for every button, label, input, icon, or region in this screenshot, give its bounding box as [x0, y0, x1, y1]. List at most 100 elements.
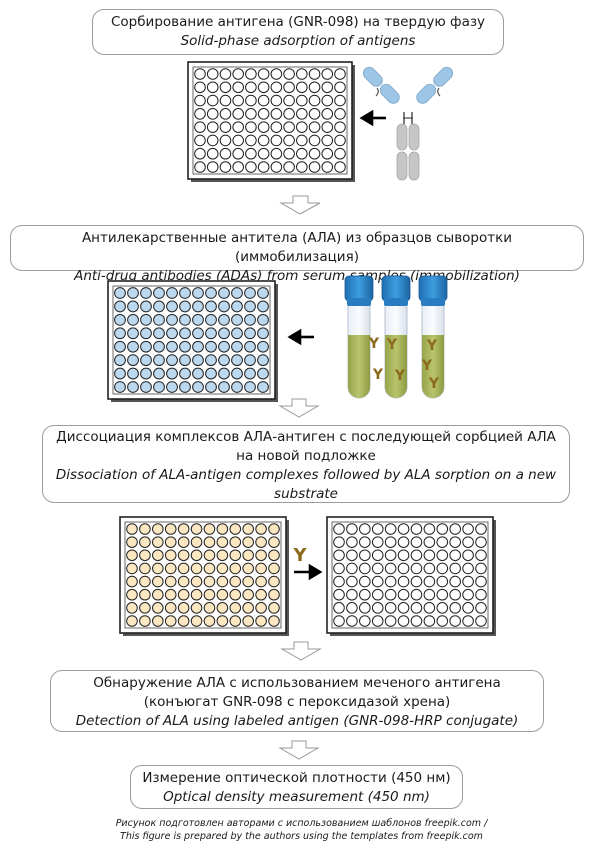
plate-well: [232, 147, 244, 160]
plate-well: [179, 287, 191, 299]
plate-well: [231, 381, 243, 393]
plate-well: [283, 94, 295, 107]
plate-well: [127, 300, 139, 313]
plate-well: [231, 300, 243, 313]
plate-well: [334, 134, 346, 147]
plate-well: [153, 300, 165, 313]
plate-well: [359, 588, 371, 601]
plate-well: [179, 313, 191, 326]
plate-well: [410, 615, 423, 627]
plate-well: [257, 134, 270, 147]
plate-well: [139, 588, 151, 601]
plate-well: [205, 287, 217, 299]
plate-well: [423, 575, 436, 588]
plate-well: [296, 147, 308, 160]
plate-well: [140, 327, 152, 340]
plate-well: [244, 340, 256, 353]
plate-well: [127, 367, 139, 380]
plate-well: [192, 340, 204, 353]
plate-well: [410, 575, 423, 588]
plate-well: [410, 523, 423, 535]
plate-well: [229, 523, 242, 535]
plate-well: [257, 354, 269, 367]
plate-well: [244, 287, 256, 299]
plate-well: [257, 313, 269, 326]
step-1-ru: Сорбирование антигена (GNR-098) на тверд…: [110, 14, 486, 30]
plate-well: [153, 367, 165, 380]
antibody-in-serum-icon: Y: [386, 337, 398, 353]
plate-well: [283, 161, 295, 173]
plate-well: [206, 161, 219, 173]
plate-well: [334, 161, 346, 173]
plate-well: [359, 575, 371, 588]
plate-well: [229, 588, 242, 601]
plate-well: [190, 588, 203, 601]
plate-well: [139, 615, 151, 627]
plate-well: [218, 327, 230, 340]
plate-well: [371, 615, 384, 627]
plate-well: [139, 536, 151, 548]
plate-well: [257, 340, 269, 353]
plate-well: [423, 549, 436, 562]
plate-well: [462, 602, 474, 614]
plate-well: [449, 615, 461, 627]
plate-well: [346, 523, 358, 535]
plate-well: [177, 562, 190, 575]
plate-well: [436, 549, 449, 562]
plate-well: [308, 81, 321, 94]
plate-well: [177, 575, 190, 588]
plate-well: [475, 615, 487, 627]
plate-well: [321, 147, 334, 160]
plate-well: [255, 562, 267, 575]
plate-well: [127, 327, 139, 340]
plate-well: [218, 300, 230, 313]
plate-well: [153, 381, 165, 393]
plate-well: [205, 300, 217, 313]
plate-well: [206, 108, 219, 120]
plate-well: [114, 381, 126, 393]
plate-well: [219, 94, 232, 107]
plate-well: [229, 562, 242, 575]
plate-well: [346, 602, 358, 614]
plate-well: [283, 68, 295, 80]
plate-well: [194, 134, 206, 147]
plate-well: [114, 300, 126, 313]
plate-well: [242, 588, 254, 601]
plate-well: [270, 161, 283, 173]
plate-well: [255, 615, 267, 627]
plate-well: [153, 327, 165, 340]
plate-well: [334, 81, 346, 94]
plate-well: [126, 602, 138, 614]
plate-well: [192, 287, 204, 299]
plate-well: [231, 367, 243, 380]
plate-well: [270, 94, 283, 107]
plate-well: [423, 536, 436, 548]
plate-well: [245, 147, 257, 160]
plate-well: [296, 68, 308, 80]
plate-well: [410, 602, 423, 614]
plate-well: [359, 602, 371, 614]
plate-well: [436, 615, 449, 627]
plate-well: [152, 549, 164, 562]
plate-well: [229, 536, 242, 548]
plate-well: [410, 562, 423, 575]
plate-well: [203, 615, 216, 627]
plate-well: [283, 121, 295, 133]
plate-well: [321, 81, 334, 94]
plate-well: [140, 354, 152, 367]
plate-well: [192, 327, 204, 340]
plate-well: [232, 94, 244, 107]
plate-well: [114, 313, 126, 326]
plate-well: [127, 381, 139, 393]
plate-well: [205, 367, 217, 380]
plate-well: [270, 134, 283, 147]
plate-well: [231, 327, 243, 340]
antibody-in-serum-icon: Y: [426, 338, 438, 354]
plate-well: [270, 81, 283, 94]
plate-well: [231, 313, 243, 326]
plate-well: [231, 287, 243, 299]
plate-well: [153, 340, 165, 353]
plate-well: [423, 615, 436, 627]
plate-well: [203, 575, 216, 588]
plate-well: [283, 81, 295, 94]
